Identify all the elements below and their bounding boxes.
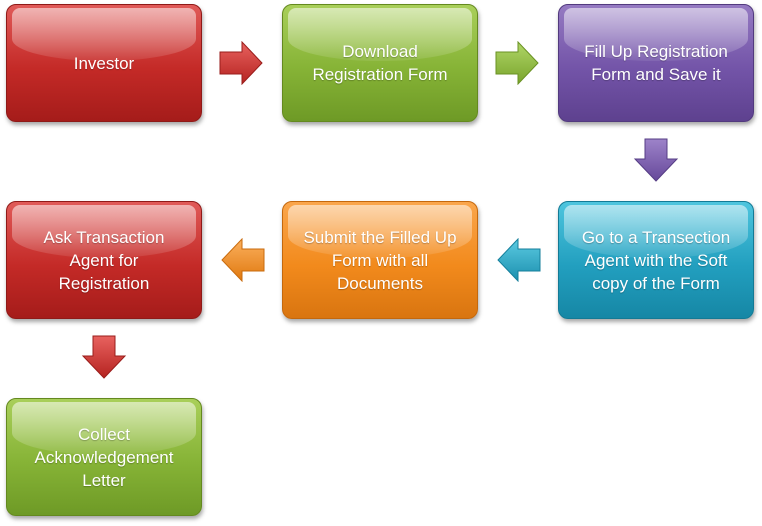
arrow-left-icon: [221, 238, 265, 282]
step-submit-form: Submit the Filled Up Form with all Docum…: [282, 201, 478, 319]
step-fill-up-form-label: Fill Up Registration Form and Save it: [584, 42, 728, 84]
step-go-to-agent-label: Go to a Transection Agent with the Soft …: [581, 227, 731, 293]
arrow-right-icon: [219, 41, 263, 85]
step-ask-agent: Ask Transaction Agent for Registration: [6, 201, 202, 319]
arrow-left-icon: [497, 238, 541, 282]
arrow-down-icon: [81, 335, 127, 379]
step-investor-label: Investor: [73, 53, 135, 73]
step-fill-up-form: Fill Up Registration Form and Save it: [558, 4, 754, 122]
step-collect-letter-label: Collect Acknowledgement Letter: [34, 424, 174, 490]
step-submit-form-label: Submit the Filled Up Form with all Docum…: [303, 227, 457, 293]
step-download-form: Download Registration Form: [282, 4, 478, 122]
arrow-down-icon: [633, 138, 679, 182]
step-investor: Investor: [6, 4, 202, 122]
step-download-form-label: Download Registration Form: [312, 42, 448, 84]
arrow-right-icon: [495, 41, 539, 85]
step-go-to-agent: Go to a Transection Agent with the Soft …: [558, 201, 754, 319]
step-ask-agent-label: Ask Transaction Agent for Registration: [43, 227, 165, 293]
step-collect-letter: Collect Acknowledgement Letter: [6, 398, 202, 516]
